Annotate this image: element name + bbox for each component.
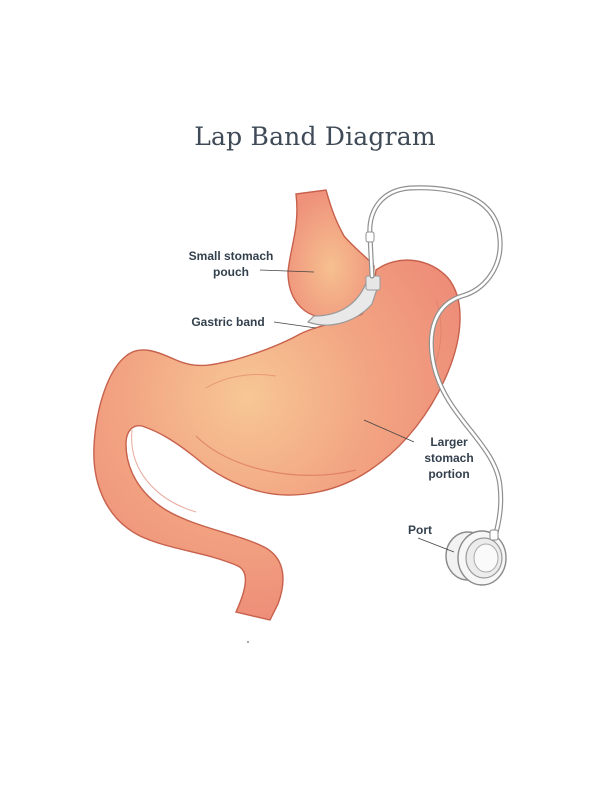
label-port: Port — [408, 523, 432, 537]
label-line: Larger — [430, 435, 468, 449]
leader-line-pouch — [259, 269, 315, 273]
label-line: pouch — [213, 265, 249, 279]
label-gastric-band: Gastric band — [191, 315, 265, 329]
label-line: Small stomach — [188, 249, 274, 263]
stomach-shading-curve — [205, 374, 277, 389]
port-device — [445, 529, 507, 586]
leader-line-band — [273, 321, 317, 329]
larger-stomach-portion — [93, 259, 461, 621]
speck — [247, 641, 249, 643]
duodenum-shading-curve — [131, 429, 197, 513]
stomach-shading-curve — [195, 435, 357, 476]
stomach-shading-curve — [433, 299, 442, 369]
label-small-stomach-pouch: Small stomach pouch — [176, 248, 286, 280]
leader-line-port — [417, 537, 455, 553]
port-tubing-inner — [368, 186, 503, 542]
tube-connector — [365, 231, 375, 243]
label-line: portion — [428, 467, 470, 481]
label-line: stomach — [424, 451, 474, 465]
leader-line-larger — [363, 419, 415, 443]
page-title: Lap Band Diagram — [194, 122, 436, 151]
label-larger-stomach-portion: Larger stomach portion — [410, 434, 488, 482]
